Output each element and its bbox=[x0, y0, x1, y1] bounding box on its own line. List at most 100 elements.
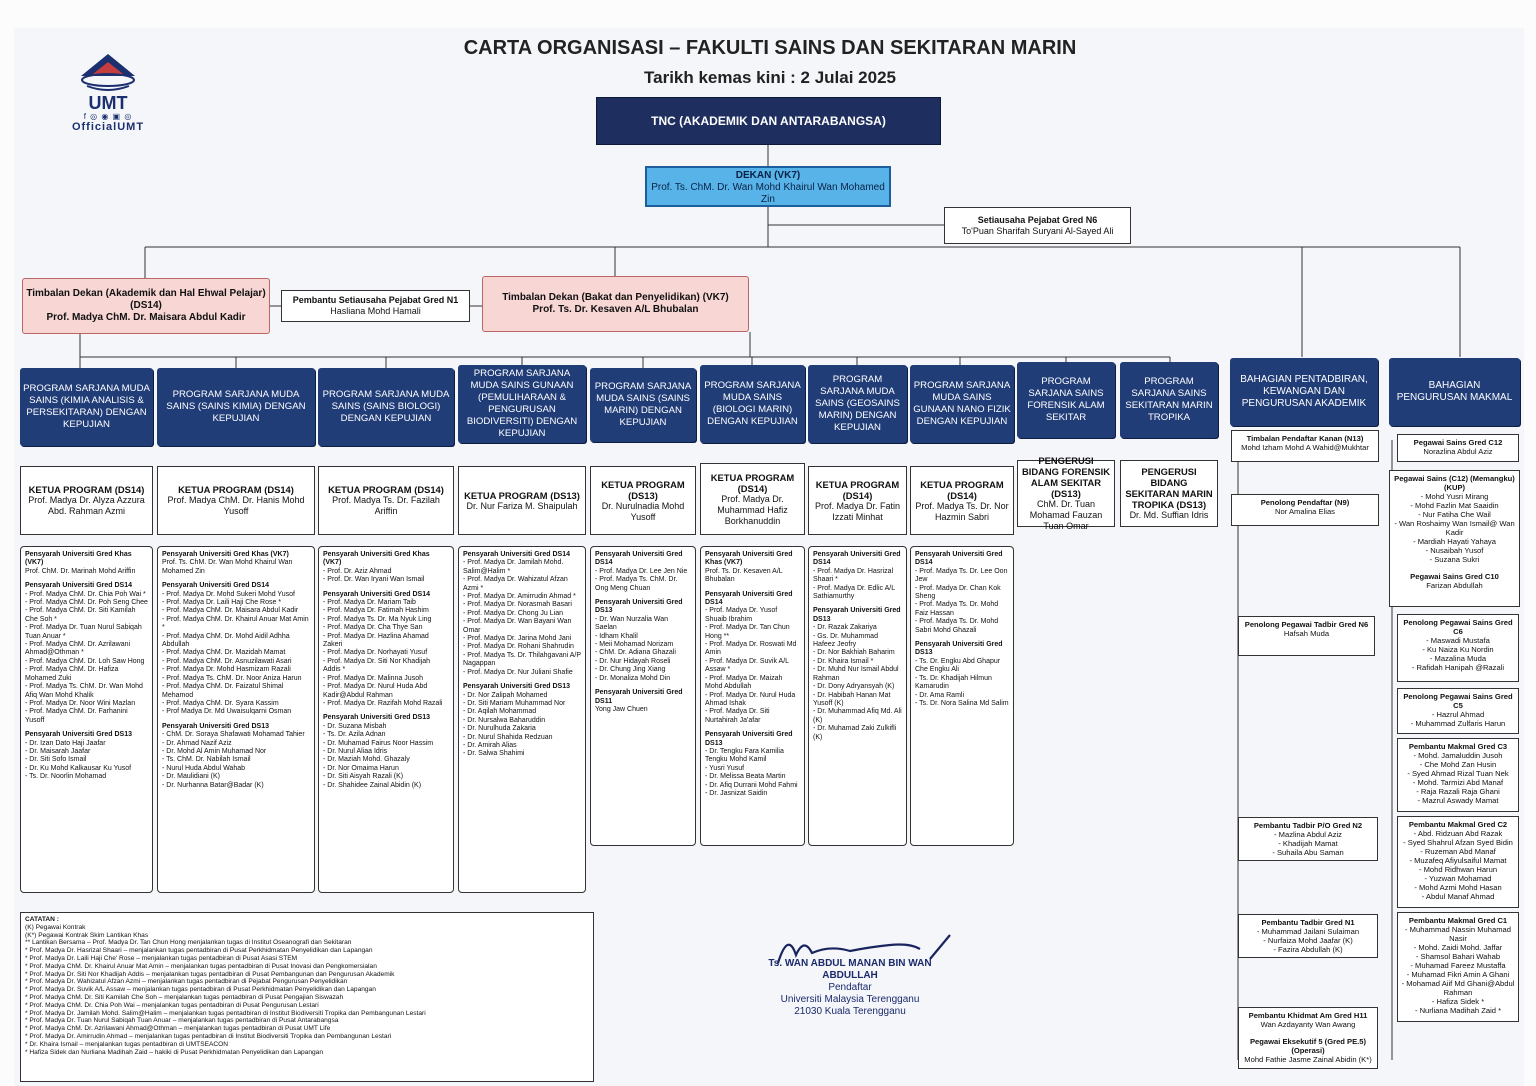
staff-name: - Suzana Sukri bbox=[1429, 555, 1480, 564]
staff-name: - Dr. Nursalwa Baharuddin bbox=[463, 716, 546, 724]
staff-name: - Prof. Madya Dr. Jamilah Mohd. Salim@Ha… bbox=[463, 559, 564, 575]
ketua-title: PENGERUSI BIDANG FORENSIK ALAM SEKITAR (… bbox=[1021, 455, 1111, 499]
staff-section: Pensyarah Universiti Gred DS14- Prof. Ma… bbox=[463, 551, 581, 677]
staff-name: - Dr. Siti Sofo Ismail bbox=[25, 756, 87, 764]
staff-name: - Ts. Dr. Nora Salina Md Salim bbox=[915, 699, 1009, 707]
setiausaha-name: To'Puan Sharifah Suryani Al-Sayed Ali bbox=[961, 226, 1114, 236]
staff-name: - Nur Fatiha Che Wail bbox=[1418, 510, 1491, 519]
makmal-staff-box: Penolong Pegawai Sains Gred C6- Maswadi … bbox=[1397, 614, 1519, 682]
staff-name: - Muhammad Jailani Sulaiman bbox=[1256, 927, 1360, 936]
staff-name: - Ts. Dr. Azila Adnan bbox=[323, 731, 386, 739]
ketua-name: Prof. Madya Dr. Fatin Izzati Minhat bbox=[814, 500, 901, 522]
staff-name: - Mohd. Zaidi Mohd. Jaffar bbox=[1413, 943, 1503, 952]
signatory-name: Ts. WAN ABDUL MANAN BIN WAN ABDULLAH bbox=[768, 958, 932, 981]
staff-name: - Prof. Madya ChM. Dr. Hafiza Mohamed Zu… bbox=[25, 666, 119, 682]
ketua-name: Dr. Nur Fariza M. Shaipulah bbox=[466, 500, 578, 511]
staff-name: - Dr. Muhd Nur Ismail Abdul Rahman bbox=[813, 666, 899, 682]
staff-name: - Dr. Shahidee Zainal Abidin (K) bbox=[323, 781, 422, 789]
staff-name: - Prof. Madya Dr. Mohd Sukeri Mohd Yusof bbox=[162, 590, 295, 598]
makmal-staff-box: Pembantu Makmal Gred C1- Muhammad Nassin… bbox=[1397, 912, 1519, 1022]
ketua-title: KETUA PROGRAM (DS13) bbox=[464, 489, 580, 501]
note-line: ** Lantikan Bersama – Prof. Madya Dr. Ta… bbox=[25, 939, 352, 947]
pembantu-setiausaha-name: Hasliana Mohd Hamali bbox=[330, 306, 421, 316]
staff-name: - Prof. Madya Dr. Mohd Hasmizam Razali bbox=[162, 666, 291, 674]
staff-name: - Prof. Madya Ts. Dr. Mohd Sabri Mohd Gh… bbox=[915, 618, 999, 634]
staff-name: - Mazlina Abdul Aziz bbox=[1274, 830, 1342, 839]
staff-grade-heading: Pensyarah Universiti Gred DS13 bbox=[595, 599, 683, 615]
staff-grade-heading: Pensyarah Universiti Gred DS14 bbox=[595, 551, 683, 567]
signatory-org: Universiti Malaysia Terengganu bbox=[780, 994, 920, 1005]
staff-grade-heading: Pensyarah Universiti Gred Khas (VK7) bbox=[25, 551, 132, 567]
ketua-name: Prof. Madya Ts. Dr. Nor Hazmin Sabri bbox=[915, 500, 1009, 522]
ketua-name: Prof. Madya Dr. Alyza Azzura Abd. Rahman… bbox=[28, 495, 145, 516]
staff-name: Mohd Fathie Jasme Zainal Abidin (K*) bbox=[1244, 1055, 1372, 1064]
social-icons[interactable]: f ◎ ◉ ▣ ◎ bbox=[83, 112, 133, 121]
staff-name: - Suhaila Abu Saman bbox=[1272, 848, 1344, 857]
staff-name: - Dr. Nurul Aliaa Idris bbox=[323, 747, 388, 755]
staff-grade-heading: Pensyarah Universiti Gred DS13 bbox=[162, 722, 269, 730]
grade-heading: Timbalan Pendaftar Kanan (N13) bbox=[1246, 434, 1364, 443]
ketua-name: ChM. Dr. Tuan Mohamad Fauzan Tuan Omar bbox=[1029, 499, 1103, 531]
staff-name: - Prof. Madya Dr. Wan Bayani Wan Omar bbox=[463, 618, 572, 634]
note-line: (K*) Pegawai Kontrak Skim Lantikan Khas bbox=[25, 931, 149, 939]
staff-name: - Mohd Ridhwan Harun bbox=[1418, 865, 1498, 874]
staff-name: - Prof Madya Dr. Md Uwaisulqarni Osman bbox=[162, 708, 292, 716]
ketua-title: KETUA PROGRAM (DS14) bbox=[815, 478, 900, 501]
grade-heading: Pembantu Makmal Gred C3 bbox=[1408, 742, 1508, 751]
dekan-title: DEKAN (VK7) bbox=[735, 170, 801, 181]
staff-name: - Prof. Madya Dr. Nurul Huda Abd Kadir@A… bbox=[323, 683, 428, 699]
setiausaha-box: Setiausaha Pejabat Gred N6 To'Puan Shari… bbox=[944, 207, 1131, 244]
ketua-title: KETUA PROGRAM (DS14) bbox=[920, 478, 1004, 501]
staff-name: - Nusaibah Yusof bbox=[1425, 546, 1484, 555]
staff-name: - Prof. Madya Ts. Dr. Lee Oon Jew bbox=[915, 567, 1008, 584]
staff-name: - Mazalina Muda bbox=[1429, 654, 1487, 663]
tnc-box: TNC (AKADEMIK DAN ANTARABANGSA) bbox=[596, 97, 941, 145]
staff-name: - Dr. Nur Hidayah Roseli bbox=[595, 657, 671, 665]
staff-grade-heading: Pensyarah Universiti Gred DS14 bbox=[813, 551, 901, 567]
staff-grade-heading: Pensyarah Universiti Gred Khas (VK7) bbox=[323, 551, 430, 567]
staff-name: - Prof. Madya Dr. Hasrizal Shaari * bbox=[813, 567, 894, 584]
staff-name: - Mazrul Aswady Mamat bbox=[1417, 796, 1499, 805]
staff-section: Pensyarah Universiti Gred DS14- Prof. Ma… bbox=[25, 582, 148, 725]
grade-heading: Pembantu Makmal Gred C2 bbox=[1408, 820, 1508, 829]
staff-name: Farizan Abdullah bbox=[1426, 581, 1483, 590]
note-line: * Prof. Madya ChM. Dr. Khairul Anuar Mat… bbox=[25, 962, 377, 970]
staff-name: - Dr. Siti Aisyah Razali (K) bbox=[323, 773, 404, 781]
staff-name: - Nurfaiza Mohd Jaafar (K) bbox=[1263, 936, 1353, 945]
staff-list-box: Pensyarah Universiti Gred DS14- Prof. Ma… bbox=[590, 546, 696, 846]
staff-name: Prof. Ts. ChM. Dr. Wan Mohd Khairul Wan … bbox=[162, 559, 293, 575]
staff-name: - Dr. Monaliza Mohd Din bbox=[595, 674, 671, 682]
staff-name: - Dr. Tengku Fara Kamilia Tengku Mohd Ka… bbox=[705, 747, 784, 764]
staff-grade-heading: Pensyarah Universiti Gred DS13 bbox=[463, 683, 570, 691]
staff-name: - Prof. Madya ChM. Dr. Poh Seng Chee bbox=[25, 599, 148, 607]
timbalan-dekan-bakat-box: Timbalan Dekan (Bakat dan Penyelidikan) … bbox=[482, 276, 749, 332]
staff-name: - Dr. Izan Dato Haji Jaafar bbox=[25, 739, 106, 747]
staff-name: - Prof. Madya Dr. Roswati Md Amin bbox=[705, 641, 797, 657]
staff-name: - Abdul Manaf Ahmad bbox=[1421, 892, 1495, 901]
staff-name: - Prof. Madya Dr. Wahizatul Afzan Azmi * bbox=[463, 576, 568, 592]
staff-name: - Muhammad Zulfaris Harun bbox=[1410, 719, 1506, 728]
staff-name: - Prof. Dr. Aziz Ahmad bbox=[323, 567, 392, 575]
note-line: * Prof. Madya Dr. Siti Nor Khadijah Addi… bbox=[25, 970, 395, 978]
note-line: * Prof. Madya ChM. Dr. Chia Poh Wai – me… bbox=[25, 1001, 319, 1009]
staff-name: - Nurul Huda Abdul Wahab bbox=[162, 764, 246, 772]
staff-name: - Dr. Maziah Mohd. Ghazaly bbox=[323, 756, 410, 764]
ketua-program-box: KETUA PROGRAM (DS14)Prof. Madya Dr. Alyz… bbox=[20, 466, 153, 535]
ketua-name: Prof. Madya Ts. Dr. Fazilah Ariffin bbox=[332, 495, 440, 516]
staff-name: - Idham Khalil bbox=[595, 632, 638, 640]
staff-name: - Ku Naiza Ku Nordin bbox=[1422, 645, 1494, 654]
ketua-program-box: PENGERUSI BIDANG SEKITARAN MARIN TROPIKA… bbox=[1120, 460, 1218, 527]
program-header: PROGRAM SARJANA MUDA SAINS (SAINS KIMIA)… bbox=[157, 368, 315, 446]
staff-name: - Prof. Madya ChM. Dr. Khairul Anuar Mat… bbox=[162, 615, 309, 632]
admin-staff-box: Timbalan Pendaftar Kanan (N13)Mohd Izham… bbox=[1231, 430, 1379, 462]
note-line: * Prof. Madya ChM. Dr. Azrilawani Ahmad@… bbox=[25, 1025, 331, 1033]
grade-heading: Pegawai Sains Gred C10 bbox=[1410, 572, 1499, 581]
staff-name: - Dr. Afiq Durrani Mohd Fahmi bbox=[705, 781, 798, 789]
grade-heading: Penolong Pegawai Sains Gred C6 bbox=[1403, 618, 1513, 636]
staff-name: - Ts. Dr. Khadijah Hilmun Kamarudin bbox=[915, 674, 992, 691]
staff-name: - Dr. Wan Nurzalia Wan Saelan bbox=[595, 615, 668, 632]
pembantu-setiausaha-box: Pembantu Setiausaha Pejabat Gred N1 Hasl… bbox=[281, 290, 470, 322]
note-line: * Prof. Madya Dr. Laili Haji Che' Rose –… bbox=[25, 954, 298, 962]
staff-name: - Dr. Nurhanna Batar@Badar (K) bbox=[162, 781, 264, 789]
